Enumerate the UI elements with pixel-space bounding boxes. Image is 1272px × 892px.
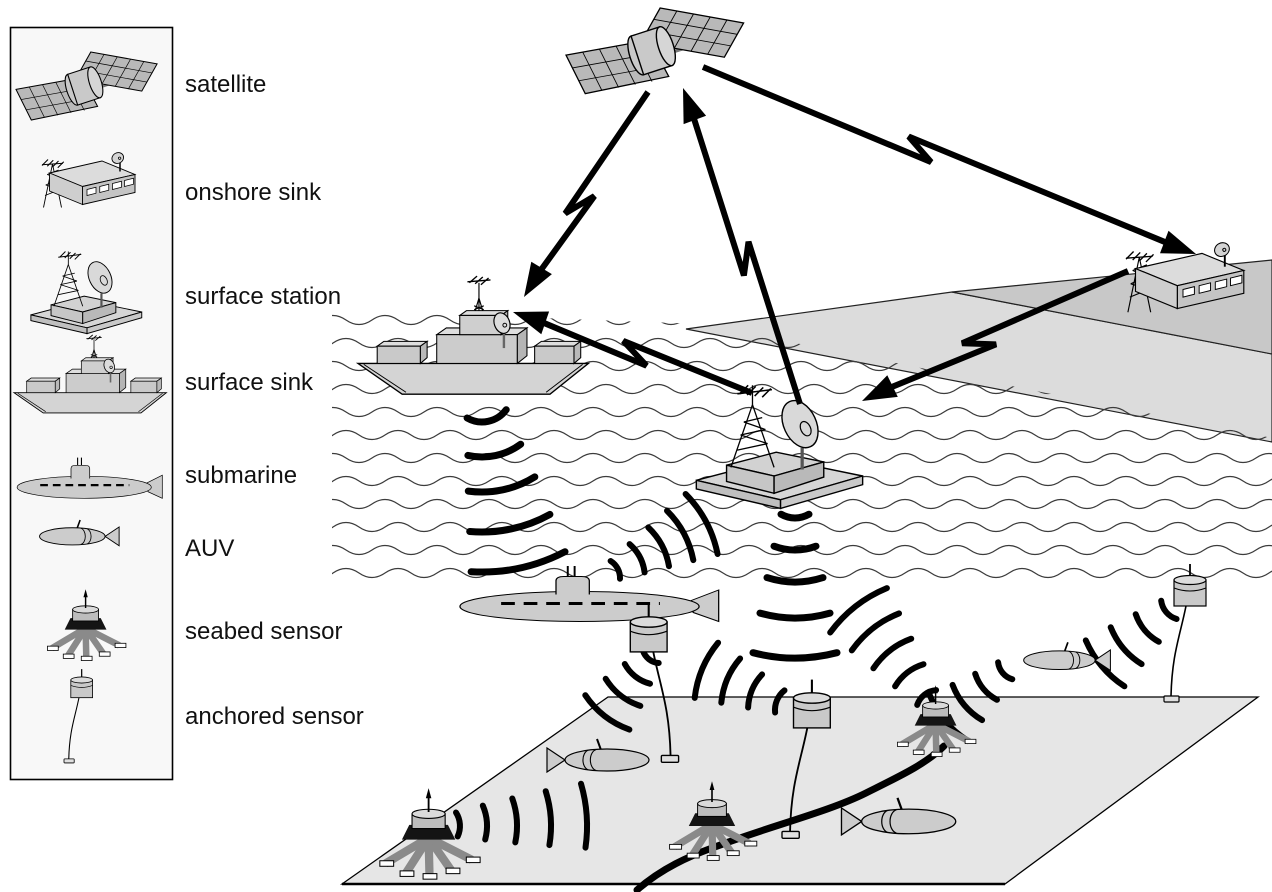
acoustic-link-seabed-sensor3-to-surface-station: [827, 585, 940, 708]
acoustic-arc: [578, 780, 590, 851]
acoustic-arc: [827, 585, 890, 636]
legend-label-auv: AUV: [185, 535, 234, 562]
surface-station-icon: [694, 383, 865, 511]
acoustic-arc: [607, 558, 623, 582]
acoustic-arc: [1082, 637, 1128, 690]
acoustic-arc: [582, 692, 633, 733]
radio-link-line: [701, 64, 1173, 248]
acoustic-arc: [464, 440, 525, 461]
acoustic-arc: [509, 795, 520, 846]
acoustic-arc: [949, 681, 986, 724]
radio-link-line: [884, 268, 1130, 393]
shore-beach: [685, 291, 1272, 443]
acoustic-link-anchored1-to-seafloor: [582, 647, 662, 733]
arrowhead: [513, 311, 550, 335]
legend-label-anchored-sensor: anchored sensor: [185, 703, 364, 730]
anchored-sensor-3-icon: [1163, 563, 1207, 703]
legend-label-satellite: satellite: [185, 71, 266, 98]
acoustic-arc: [763, 574, 827, 586]
acoustic-arc: [466, 510, 554, 536]
legend-label-onshore-sink: onshore sink: [185, 179, 322, 206]
acoustic-arc: [464, 473, 539, 496]
legend-label-surface-station: surface station: [185, 283, 341, 310]
acoustic-arc: [479, 802, 490, 843]
acoustic-arc: [682, 491, 721, 557]
acoustic-arc: [770, 542, 820, 554]
acoustic-arc: [892, 661, 927, 690]
acoustic-arc: [1132, 611, 1162, 645]
acoustic-link-submarine-to-surface-station: [607, 491, 721, 582]
radio-link-surface-station-to-satellite: [683, 88, 803, 405]
acoustic-arc: [645, 524, 672, 570]
legend-label-submarine: submarine: [185, 462, 297, 489]
wave-line: [332, 406, 1272, 418]
arrowhead: [862, 375, 898, 401]
radio-link-line: [536, 317, 754, 396]
acoustic-link-anchored3-to-auv3: [1082, 597, 1180, 690]
acoustic-arc: [542, 788, 554, 849]
acoustic-arc: [749, 649, 841, 662]
acoustic-arc: [463, 406, 510, 426]
wave-line: [332, 498, 1272, 510]
acoustic-arc: [870, 635, 915, 672]
surface-sink-ship-icon: [356, 274, 590, 396]
radio-link-satellite-to-onshore-sink: [701, 64, 1196, 254]
radio-link-satellite-to-surface-sink: [524, 90, 651, 297]
acoustic-arc: [848, 610, 902, 654]
acoustic-link-surface-station-to-seafloor: [749, 510, 841, 662]
acoustic-arc: [718, 655, 744, 706]
legend-label-surface-sink: surface sink: [185, 369, 314, 396]
acoustic-arc: [777, 510, 813, 522]
arrowhead: [1160, 230, 1196, 254]
acoustic-arc: [602, 675, 644, 709]
acoustic-arc: [467, 548, 569, 576]
arrowhead: [683, 88, 707, 125]
radio-link-onshore-sink-to-surface-station: [862, 268, 1130, 401]
acoustic-link-surface-sink-to-submarine: [463, 406, 569, 576]
radio-link-line: [535, 90, 651, 277]
acoustic-arc: [621, 661, 653, 687]
acoustic-arc: [995, 659, 1016, 683]
acoustic-link-seabed-sensor1-broadcast: [453, 780, 590, 851]
wave-line: [332, 567, 1272, 579]
acoustic-arc: [772, 687, 788, 716]
acoustic-arc: [453, 809, 463, 840]
acoustic-arc: [691, 639, 722, 701]
radio-link-line: [689, 111, 803, 405]
acoustic-arc: [1158, 597, 1180, 622]
acoustic-arc: [626, 541, 648, 576]
acoustic-arc: [745, 671, 766, 711]
legend-label-seabed-sensor: seabed sensor: [185, 618, 342, 645]
wave-line: [332, 521, 1272, 533]
seabed-cable: [633, 742, 948, 892]
acoustic-arc: [972, 670, 1000, 703]
arrowhead: [524, 261, 552, 297]
acoustic-arc: [756, 609, 834, 622]
acoustic-arc: [1107, 624, 1145, 668]
radio-link-surface-station-to-surface-sink: [513, 311, 754, 396]
acoustic-arc: [664, 507, 697, 564]
satellite-icon: [564, 6, 746, 96]
acoustic-link-anchored2-to-anchored1: [691, 639, 788, 716]
